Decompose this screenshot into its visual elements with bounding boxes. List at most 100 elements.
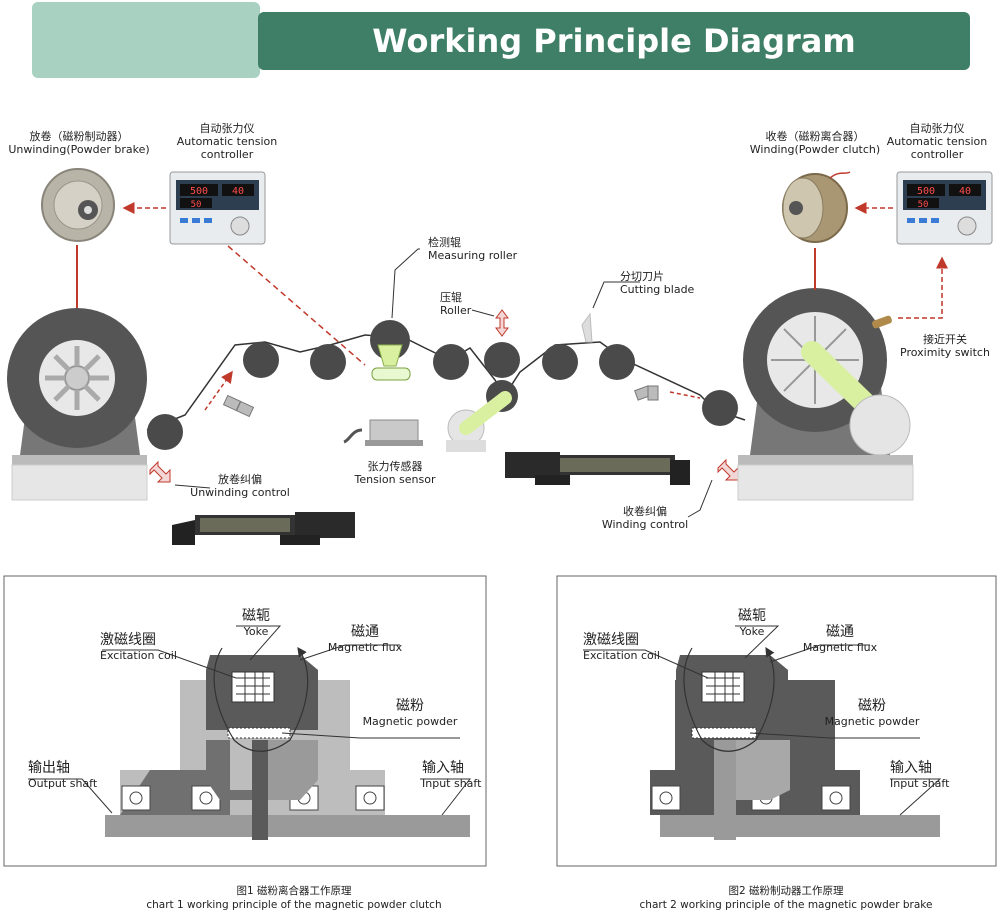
roller-cn: 压辊 [440, 291, 462, 304]
display-reading-2: 40 [959, 186, 971, 197]
unwinding-control-cn: 放卷纠偏 [218, 473, 262, 486]
chart2-leaders [583, 625, 942, 816]
header-accent [32, 2, 260, 78]
chart1-flux-en: Magnetic flux [327, 641, 403, 654]
cutting-blade-shape [581, 312, 593, 343]
roller [433, 344, 469, 380]
winding-label-cn: 收卷（磁粉离合器） [765, 130, 865, 143]
edge-sensor-left [222, 394, 255, 418]
display-reading-3: 50 [191, 200, 202, 210]
chart2-flux-cn: 磁通 [826, 624, 854, 640]
chart2-input-cn: 输入轴 [890, 760, 932, 776]
roller-leader [471, 309, 495, 317]
chart2-caption-cn: 图2 磁粉制动器工作原理 [728, 885, 844, 897]
chart2-input-label: 输入轴 Input shaft [890, 760, 949, 790]
unwinding-label-en: Unwinding(Powder brake) [8, 143, 150, 156]
roller-en: Roller [440, 304, 472, 317]
cutting-blade-label: 分切刀片 Cutting blade [620, 270, 694, 296]
unwind-hub-spokes [45, 346, 109, 410]
proximity-switch-cn: 接近开关 [923, 333, 967, 346]
chart2-yoke-en: Yoke [739, 625, 765, 638]
controller-right-en2: controller [910, 148, 964, 161]
display-reading-1: 500 [190, 186, 208, 197]
sensor-to-controller-line [227, 245, 366, 366]
clutch-cross-section [105, 647, 470, 840]
unwind-web-arrow [204, 370, 233, 411]
controller-left-en2: controller [200, 148, 254, 161]
chart1-flux-cn: 磁通 [351, 624, 379, 640]
chart2-yoke-label: 磁轭 Yoke [722, 608, 782, 638]
tension-sensor-device [343, 419, 423, 446]
cutting-blade-en: Cutting blade [620, 283, 695, 296]
wind-actuator [505, 452, 690, 485]
winding-control-en: Winding control [601, 518, 689, 531]
tension-controller-left: 500 40 50 [169, 171, 266, 245]
chart2-coil-en: Excitation coil [583, 649, 660, 662]
chart2-flux-label: 磁通 Magnetic flux [795, 624, 885, 654]
chart1-input-en: Input shaft [422, 777, 482, 790]
controller-right-label: 自动张力仪 Automatic tension controller [872, 122, 1000, 161]
winding-label: 收卷（磁粉离合器） Winding(Powder clutch) [740, 130, 890, 156]
chart1-output-cn: 输出轴 [28, 760, 70, 776]
chart1-caption: 图1 磁粉离合器工作原理 chart 1 working principle o… [104, 884, 484, 912]
unwinding-control-en: Unwinding control [190, 486, 290, 499]
roller [484, 342, 520, 378]
chart1-coil-en: Excitation coil [100, 649, 177, 662]
tension-sensor-label: 张力传感器 Tension sensor [340, 460, 450, 486]
winding-control-cn: 收卷纠偏 [623, 505, 667, 518]
measuring-roller-cn: 检测辊 [428, 236, 461, 249]
measuring-roller-bracket [371, 344, 411, 381]
controller-left-cn: 自动张力仪 [199, 122, 255, 135]
controller-right-en1: Automatic tension [886, 135, 988, 148]
unwinding-control-label: 放卷纠偏 Unwinding control [185, 473, 295, 499]
measuring-roller-leader [391, 248, 420, 319]
chart1-caption-cn: 图1 磁粉离合器工作原理 [236, 885, 352, 897]
chart1-caption-en: chart 1 working principle of the magneti… [146, 899, 442, 911]
powder-brake-image [41, 168, 115, 242]
controller-right-cn: 自动张力仪 [909, 122, 965, 135]
chart2-coil-cn: 激磁线圈 [583, 632, 639, 648]
header-bar [258, 12, 970, 70]
cutting-blade-cn: 分切刀片 [620, 270, 664, 283]
proximity-switch-en: Proximity switch [900, 346, 990, 359]
chart1-yoke-cn: 磁轭 [242, 608, 270, 624]
chart2-yoke-cn: 磁轭 [738, 608, 766, 624]
wind-motor [849, 394, 911, 456]
roller-arm [446, 391, 512, 452]
chart1-output-en: Output shaft [28, 777, 98, 790]
chart2-powder-cn: 磁粉 [858, 698, 886, 714]
display-reading-3: 50 [918, 200, 929, 210]
chart1-flux-label: 磁通 Magnetic flux [320, 624, 410, 654]
roller [542, 344, 578, 380]
unwind-actuator [172, 512, 355, 545]
tension-sensor-en: Tension sensor [354, 473, 436, 486]
proximity-to-controller-arrow [898, 256, 948, 319]
chart1-output-label: 输出轴 Output shaft [28, 760, 97, 790]
roller [147, 414, 183, 450]
roller [310, 344, 346, 380]
brake-cross-section [650, 646, 940, 840]
powder-clutch-image [782, 171, 851, 243]
roller [243, 342, 279, 378]
chart2-powder-en: Magnetic powder [824, 715, 920, 728]
chart2-caption-en: chart 2 working principle of the magneti… [639, 899, 933, 911]
chart1-coil-cn: 激磁线圈 [100, 632, 156, 648]
chart1-powder-cn: 磁粉 [396, 698, 424, 714]
roller-set [147, 320, 738, 450]
roller [599, 344, 635, 380]
chart1-leaders [28, 625, 472, 816]
controller-left-en1: Automatic tension [176, 135, 278, 148]
chart1-powder-label: 磁粉 Magnetic powder [360, 698, 460, 728]
wind-control-arrow [717, 458, 739, 481]
chart1-yoke-label: 磁轭 Yoke [226, 608, 286, 638]
display-reading-1: 500 [917, 186, 935, 197]
page-title: Working Principle Diagram [372, 22, 856, 60]
chart2-powder-label: 磁粉 Magnetic powder [822, 698, 922, 728]
chart1-input-cn: 输入轴 [422, 760, 464, 776]
display-reading-2: 40 [232, 186, 244, 197]
chart1-coil-label: 激磁线圈 Excitation coil [100, 632, 177, 662]
roller-updown-arrow [495, 309, 509, 337]
chart1-yoke-en: Yoke [243, 625, 269, 638]
edge-sensor-right [634, 385, 659, 401]
